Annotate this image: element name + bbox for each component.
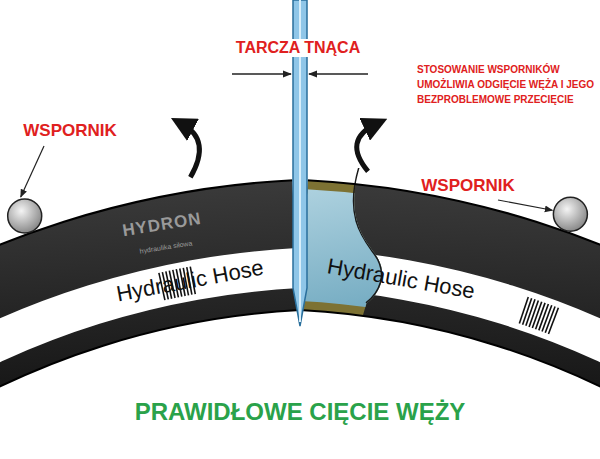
hose-cutaway: [286, 142, 600, 430]
support-label: WSPORNIK: [421, 176, 515, 196]
bend-arrow: [357, 124, 376, 171]
width-arrow: [232, 73, 291, 74]
leader-line: [21, 146, 44, 197]
support-label: WSPORNIK: [23, 121, 117, 141]
note-text: STOSOWANIE WSPORNIKÓW UMOŻLIWIA ODGIĘCIE…: [417, 62, 597, 107]
disc-label: TARCZA TNĄCA: [234, 39, 362, 57]
title: PRAWIDŁOWE CIĘCIE WĘŻY: [135, 398, 466, 426]
support-roller: [553, 197, 587, 231]
support-roller: [8, 199, 42, 233]
leader-line: [498, 200, 552, 210]
width-arrow: [309, 73, 368, 74]
bend-arrow: [182, 124, 199, 177]
